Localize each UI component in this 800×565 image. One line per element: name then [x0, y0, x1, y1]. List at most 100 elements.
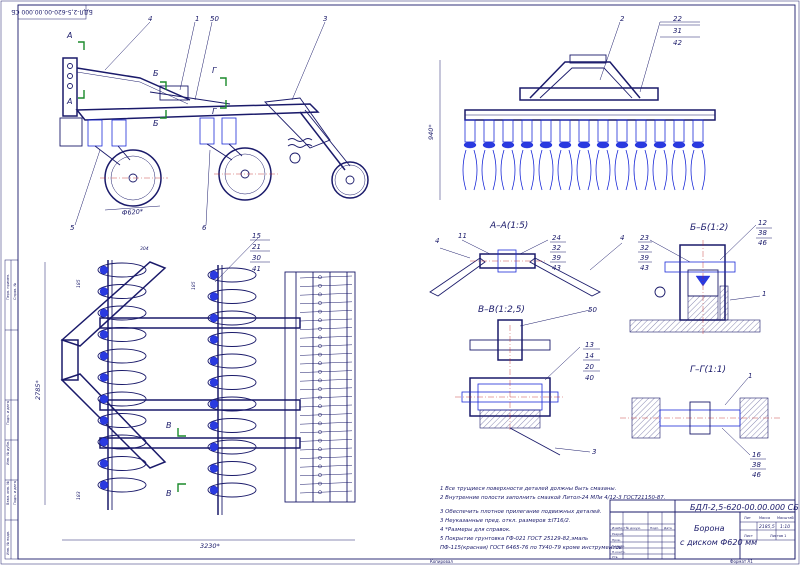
bb-leader-38: 38 — [758, 229, 767, 237]
section-gg-title: Г–Г(1:1) — [690, 365, 726, 375]
rear-disc-holder — [635, 119, 647, 143]
plan-cut-v-bottom: В — [166, 489, 172, 498]
side-leader-3: 3 — [323, 15, 327, 23]
plan-disc-bearing — [99, 373, 109, 382]
rear-disc-blade — [481, 149, 486, 191]
tb-row-date: Дата — [664, 526, 672, 530]
plan-tine — [299, 353, 353, 356]
left-strip-label-2: Подп. и дата — [6, 401, 10, 425]
plan-tine-coil — [318, 275, 322, 280]
plan-disc-bearing — [99, 351, 109, 361]
plan-disc-bearing — [99, 265, 109, 275]
rear-disc-blade — [682, 149, 687, 191]
plan-disc-bearing — [99, 416, 109, 425]
plan-tine — [299, 335, 353, 339]
rear-disc-blade — [511, 149, 516, 191]
rear-disc-hub — [501, 141, 515, 149]
plan-tine — [299, 292, 353, 296]
plan-tine — [299, 327, 353, 330]
side-leader-4: 4 — [148, 15, 152, 23]
note-5: 5 Покрытие грунтовка ГФ-021 ГОСТ 25129-8… — [440, 536, 588, 542]
plan-tine-coil — [318, 412, 322, 417]
plan-disc — [207, 289, 257, 304]
note-4: 4 *Размеры для справок. — [440, 527, 511, 533]
plan-tine-coil — [318, 309, 322, 314]
plan-tine-coil — [318, 455, 322, 460]
plan-tine-coil — [318, 301, 322, 305]
rear-disc-hub — [691, 141, 705, 149]
plan-tine-coil — [318, 318, 322, 323]
rear-disc-blade — [462, 149, 467, 191]
plan-tine-coil — [318, 283, 322, 288]
plan-tine — [299, 456, 353, 459]
bb-leader-23: 23 — [640, 234, 649, 242]
plan-tine — [299, 421, 353, 425]
section-vv: В–В(1:2,5) 50 13 14 20 40 3 — [455, 305, 600, 456]
rear-disc-blade — [633, 149, 638, 191]
rear-disc-holder — [559, 119, 571, 143]
rear-leader-2: 2 — [620, 15, 625, 23]
left-strip-label-0: Перв. примен. — [6, 274, 10, 300]
plan-tine — [299, 378, 353, 382]
rear-disc-blade — [530, 149, 535, 191]
rear-leader-22: 22 — [673, 15, 682, 23]
section-bb: Б–Б(1:2) 23 32 39 43 12 38 46 1 — [629, 219, 772, 335]
side-dim-diameter: Ф620* — [122, 207, 145, 217]
rear-disc-blade — [606, 149, 611, 191]
bb-leader-1: 1 — [762, 290, 766, 298]
aa-leader-43: 43 — [552, 264, 561, 272]
plan-tine — [299, 439, 353, 442]
plan-tine-coil — [318, 369, 322, 374]
plan-tine — [299, 361, 353, 365]
plan-disc — [97, 262, 147, 278]
note-1: 2 Внутренние полости заполнить смазкой Л… — [440, 495, 665, 501]
rear-disc-hub — [596, 141, 610, 149]
rear-disc-blade — [568, 149, 573, 191]
note-6: ПФ-115(красная) ГОСТ 6465-76 по ТУ40-79 … — [440, 545, 622, 551]
plan-tine — [299, 473, 353, 477]
gg-leader-46: 46 — [752, 471, 761, 479]
plan-tine-coil — [318, 473, 322, 477]
aa-leader-11: 11 — [458, 232, 467, 240]
vv-leader-14: 14 — [585, 352, 594, 360]
tb-person-0: Разраб. — [612, 532, 624, 536]
rear-disc-hub — [634, 141, 648, 149]
plan-small-dim-0: 304 — [140, 246, 149, 252]
bb-leader-39: 39 — [640, 254, 649, 262]
rear-disc-hub — [520, 141, 534, 149]
rear-disc-blade — [671, 149, 676, 191]
tb-col-lit: Лит — [744, 516, 751, 520]
plan-disc-bearing — [209, 399, 219, 409]
plan-dim-length: 3230* — [200, 542, 221, 550]
tb-code: БДЛ-2,5-620-00.00.000 СБ — [690, 503, 799, 512]
plan-tine-coil — [318, 404, 322, 409]
bb-leader-46: 46 — [758, 239, 767, 247]
cut-a-top: А — [66, 31, 72, 40]
plan-tine-coil — [318, 361, 322, 366]
rear-disc-blade — [690, 149, 695, 191]
rear-disc-blade — [519, 149, 524, 191]
left-strip-label-3: Инв. № дубл. — [6, 441, 10, 465]
plan-view: 2785* 3230* 304 185 185 183 15 21 30 41 … — [34, 232, 356, 550]
tb-scale: 1:10 — [780, 524, 790, 530]
plan-tine — [299, 344, 353, 348]
rear-disc-hub — [558, 141, 572, 149]
bb-leader-32: 32 — [640, 244, 649, 252]
cut-a-bottom: А — [66, 97, 72, 106]
aa-leader-32: 32 — [552, 244, 561, 252]
cut-g-bottom: Г — [212, 107, 217, 116]
plan-tine — [299, 275, 353, 279]
plan-tine-coil — [318, 352, 322, 357]
plan-disc — [207, 396, 257, 412]
rear-disc-holder — [502, 119, 514, 143]
plan-disc — [207, 461, 257, 476]
plan-tine — [299, 413, 353, 416]
plan-disc — [97, 413, 147, 428]
footer-copied: Копировал — [430, 559, 453, 564]
plan-cut-v-top: В — [166, 421, 172, 430]
rear-disc-hub — [463, 141, 477, 149]
plan-tine-coil — [318, 344, 322, 348]
section-aa: А–А(1:5) 4 11 24 32 39 43 4 — [429, 221, 624, 297]
plan-dim-width: 2785* — [34, 379, 42, 400]
